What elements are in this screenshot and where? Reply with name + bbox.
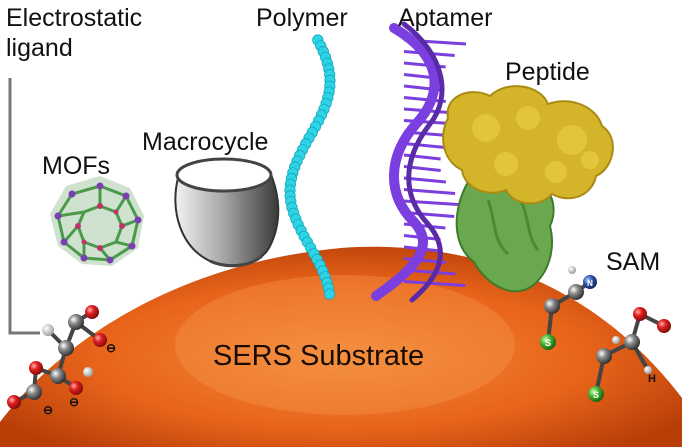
sulfur-label-1: S bbox=[545, 338, 551, 348]
sam-label: SAM bbox=[606, 248, 661, 276]
sulfur-label-2: S bbox=[593, 390, 599, 400]
peptide-label: Peptide bbox=[505, 58, 590, 86]
charge-label-2: ⊖ bbox=[43, 403, 53, 417]
electrostatic-ligand-label-line2: ligand bbox=[6, 34, 73, 62]
hydrogen-label: H bbox=[648, 373, 656, 385]
charge-label-1: ⊖ bbox=[106, 341, 116, 355]
sers-substrate-label: SERS Substrate bbox=[213, 340, 425, 372]
aptamer-base-pair bbox=[403, 280, 466, 287]
electrostatic-ligand-molecule bbox=[7, 305, 107, 409]
electrostatic-ligand-label-line1: Electrostatic bbox=[6, 4, 143, 32]
aptamer-label: Aptamer bbox=[398, 4, 493, 32]
polymer-chain bbox=[284, 34, 336, 300]
polymer-label: Polymer bbox=[256, 4, 348, 32]
aptamer-helix bbox=[371, 21, 467, 303]
electrostatic-bracket bbox=[8, 78, 40, 335]
sers-substrate-dome bbox=[0, 246, 682, 447]
mofs-label: MOFs bbox=[42, 152, 111, 180]
macrocycle-label: Macrocycle bbox=[142, 128, 269, 156]
polymer-bead bbox=[323, 288, 336, 300]
sam-molecules bbox=[540, 266, 671, 402]
nitrogen-label: N bbox=[587, 279, 593, 288]
peptide-structure bbox=[442, 85, 614, 293]
substrate-highlight bbox=[175, 275, 515, 415]
mof-framework bbox=[50, 176, 144, 266]
aptamer-base-pair bbox=[403, 188, 456, 195]
charge-label-3: ⊖ bbox=[69, 395, 79, 409]
macrocycle-cup bbox=[174, 157, 280, 268]
aptamer-base-pair bbox=[403, 142, 446, 149]
